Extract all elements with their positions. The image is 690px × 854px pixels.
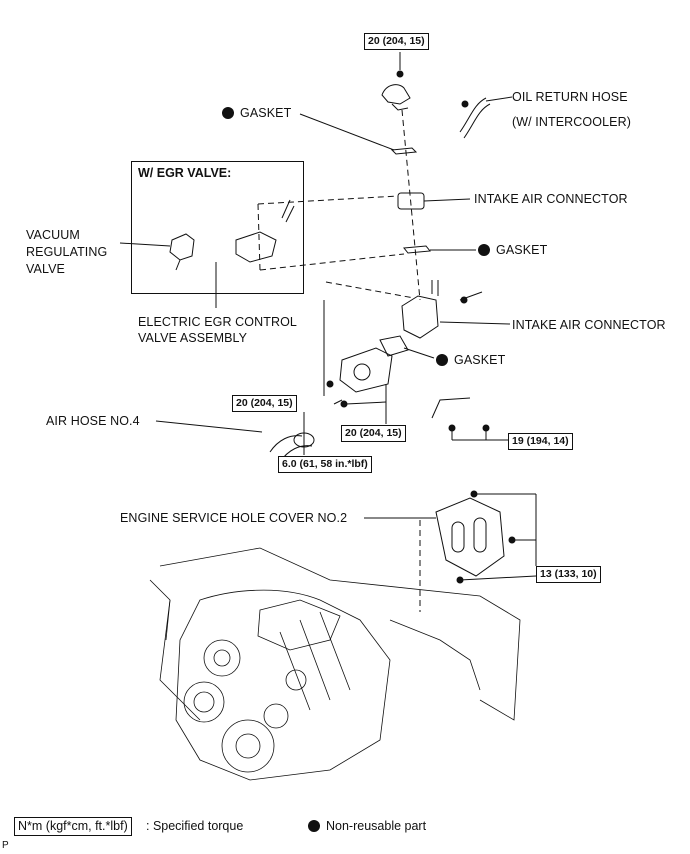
vacuum-valve-part [169,233,195,261]
legend-nonreusable: Non-reusable part [308,819,426,833]
label-engine-service-cover: ENGINE SERVICE HOLE COVER NO.2 [120,511,348,525]
egr-valve-part [235,231,277,263]
oil-return-hose [459,97,491,139]
label-electric-egr-1: ELECTRIC EGR CONTROL [138,315,297,329]
label-gasket-mid: GASKET [478,243,547,258]
label-gasket-lower: GASKET [436,353,505,368]
torque-box-right-bolts: 20 (204, 15) [341,425,406,442]
corner-mark: P [2,840,9,851]
label-vacuum-regulating-3: VALVE [26,262,65,276]
legend-torque-unit: N*m (kgf*cm, ft.*lbf) [14,817,132,836]
engine-service-cover [435,497,505,577]
torque-box-pipe: 19 (194, 14) [508,433,573,450]
engine-bay-drawing [149,547,521,781]
label-oil-return-hose: OIL RETURN HOSE [512,90,628,104]
torque-box-cover: 13 (133, 10) [536,566,601,583]
egr-frame-title: W/ EGR VALVE: [138,166,232,180]
label-vacuum-regulating-2: REGULATING [26,245,108,259]
torque-box-top: 20 (204, 15) [364,33,429,50]
torque-box-clamp: 6.0 (61, 58 in.*lbf) [278,456,372,473]
legend-torque-desc: : Specified torque [146,819,244,833]
label-air-hose: AIR HOSE NO.4 [46,414,140,428]
upper-bracket [381,84,411,105]
label-vacuum-regulating-1: VACUUM [26,228,80,242]
gasket-mid [403,245,431,254]
label-electric-egr-2: VALVE ASSEMBLY [138,331,248,345]
gasket-lower [379,335,409,357]
label-gasket-top: GASKET [222,106,291,121]
label-oil-return-hose-sub: (W/ INTERCOOLER) [512,115,631,129]
pipe [431,397,471,419]
nonreusable-dot-icon [222,107,234,119]
label-intake-air-connector-lower: INTAKE AIR CONNECTOR [512,318,666,332]
label-intake-air-connector-upper: INTAKE AIR CONNECTOR [474,192,628,206]
torque-box-left-bolt: 20 (204, 15) [232,395,297,412]
throttle-body [339,347,393,393]
gasket-top [390,147,418,155]
nonreusable-dot-icon [478,244,490,256]
intake-air-connector-lower-part [401,295,439,339]
nonreusable-dot-icon [436,354,448,366]
egr-valve-frame: W/ EGR VALVE: [131,161,304,294]
nonreusable-dot-icon [308,820,320,832]
